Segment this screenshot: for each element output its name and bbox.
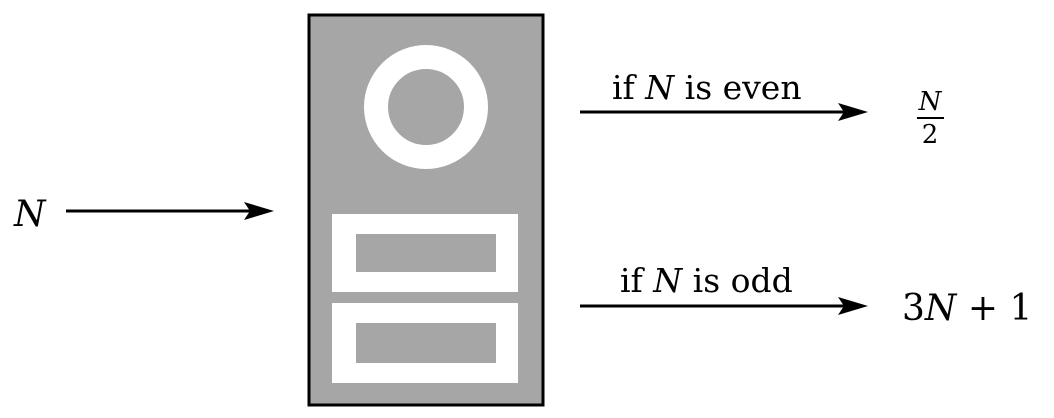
even-branch: if N is even N 2 bbox=[580, 68, 944, 150]
even-arrow bbox=[580, 103, 868, 121]
odd-branch: if N is odd 3N + 1 bbox=[580, 261, 1032, 329]
even-label-var: N bbox=[644, 68, 675, 107]
odd-result-coeff: 3 bbox=[902, 288, 925, 329]
even-branch-label: if N is even bbox=[612, 68, 802, 107]
odd-label-prefix: if bbox=[620, 261, 646, 300]
odd-label-suffix: is odd bbox=[693, 261, 793, 300]
odd-branch-label: if N is odd bbox=[620, 261, 793, 300]
even-label-suffix: is even bbox=[685, 68, 802, 107]
even-result-fraction: N 2 bbox=[917, 87, 944, 150]
machine-slot-upper-inner bbox=[356, 234, 496, 272]
odd-arrow bbox=[580, 297, 868, 315]
even-label-prefix: if bbox=[612, 68, 638, 107]
input-symbol: N bbox=[13, 194, 47, 235]
even-result-denominator: 2 bbox=[922, 120, 939, 150]
odd-label-var: N bbox=[652, 261, 683, 300]
odd-result-var: N bbox=[924, 288, 958, 329]
machine-slot-lower-inner bbox=[356, 323, 496, 363]
odd-result-rest: + 1 bbox=[956, 288, 1032, 329]
input-arrow bbox=[66, 202, 274, 220]
even-result-numerator: N bbox=[918, 87, 943, 117]
odd-result-expression: 3N + 1 bbox=[902, 288, 1032, 329]
machine-dial-ring bbox=[364, 45, 488, 169]
machine bbox=[307, 13, 545, 407]
